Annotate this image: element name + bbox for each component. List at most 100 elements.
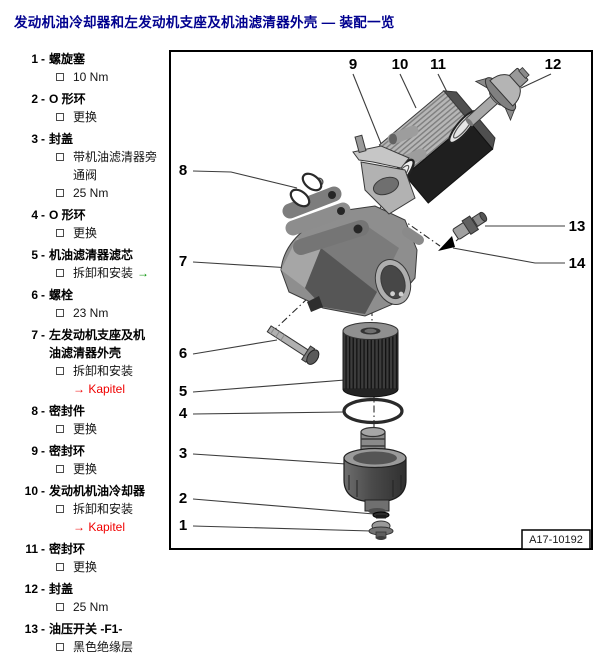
filter-housing-part [280,134,424,317]
sub-item-text: 拆卸和安装→ Kapitel [73,502,134,534]
cooler-port-end [389,133,397,145]
callout-8: 8 [179,162,187,179]
item-number: 9 [31,444,38,458]
sub-item-text: 拆卸和安装→ Kapitel [73,364,134,396]
item-number: 11 [25,542,38,556]
parts-list: 1-螺旋塞 10 Nm 2-O 形环 更换 3-封盖 带机油滤清器旁通阀 25 … [12,50,166,660]
item-number: 4 [31,208,38,222]
figure-label: A17-10192 [529,534,583,546]
square-bullet-icon [56,563,64,571]
item-number: 1 [31,52,38,66]
list-item-12: 12-封盖 25 Nm [12,580,166,616]
pointer-arrow-14 [438,236,455,251]
kapitel-link[interactable]: → Kapitel [73,520,126,534]
item-number: 12 [24,582,38,596]
item-number: 8 [31,404,38,418]
callout-3: 3 [179,445,187,462]
sub-item-text: 更换 [73,560,98,574]
callout-12: 12 [545,56,562,73]
exploded-view-diagram: 9 10 11 12 8 7 13 14 6 5 4 3 2 1 A17-101… [169,50,593,550]
item-number: 2 [31,92,38,106]
list-item-9: 9-密封环 更换 [12,442,166,478]
list-item-6: 6-螺栓 23 Nm [12,286,166,322]
sub-item-text: 25 Nm [73,186,109,200]
item-name: 密封环 [49,542,86,556]
callout-4: 4 [179,405,188,422]
figure-label-box: A17-10192 [521,529,591,550]
list-item-10: 10-发动机机油冷却器 拆卸和安装→ Kapitel [12,482,166,536]
item-separator: - [41,92,45,106]
square-bullet-icon [56,505,64,513]
callout-5: 5 [179,383,187,400]
item-separator: - [41,582,45,596]
sub-item-text: 更换 [73,462,98,476]
sub-item-text: 25 Nm [73,600,109,614]
square-bullet-icon [56,367,64,375]
list-item-11: 11-密封环 更换 [12,540,166,576]
item-name: 发动机机油冷却器 [49,484,146,498]
item-name: 左发动机支座及机油滤清器外壳 [49,328,146,360]
item-name: 封盖 [49,132,74,146]
item-name: 密封环 [49,444,86,458]
callout-numbers: 9 10 11 12 8 7 13 14 6 5 4 3 2 1 [179,56,586,534]
square-bullet-icon [56,643,64,651]
callout-1: 1 [179,517,187,534]
callout-10: 10 [392,56,409,73]
item-separator: - [41,444,45,458]
bolt-6-part [266,325,320,365]
square-bullet-icon [56,425,64,433]
square-bullet-icon [56,189,64,197]
kapitel-link[interactable]: → Kapitel [73,382,126,396]
filter-cap-part [343,426,407,514]
square-bullet-icon [56,73,64,81]
sub-item-text: 23 Nm [73,306,109,320]
filter-element-part [342,322,399,398]
square-bullet-icon [56,153,64,161]
square-bullet-icon [56,113,64,121]
callout-6: 6 [179,345,187,362]
list-item-7: 7-左发动机支座及机油滤清器外壳 拆卸和安装→ Kapitel [12,326,166,398]
reference-arrow-icon[interactable]: → [137,266,150,280]
small-seal-2-part [372,511,390,519]
list-item-2: 2-O 形环 更换 [12,90,166,126]
list-item-8: 8-密封件 更换 [12,402,166,438]
item-name: 螺栓 [49,288,74,302]
item-separator: - [41,208,45,222]
square-bullet-icon [56,465,64,473]
item-number: 3 [31,132,38,146]
seal-8-part [289,172,323,208]
item-separator: - [41,328,45,342]
callout-2: 2 [179,490,187,507]
callout-13: 13 [569,218,586,235]
item-number: 7 [31,328,38,342]
item-name: 油压开关 -F1- [49,622,123,636]
item-separator: - [41,542,45,556]
square-bullet-icon [56,269,64,277]
item-number: 5 [31,248,38,262]
list-item-1: 1-螺旋塞 10 Nm [12,50,166,86]
list-item-13: 13-油压开关 -F1- 黑色绝缘层 [12,620,166,656]
item-number: 6 [31,288,38,302]
screw-plug-1-part [368,520,394,540]
item-number: 13 [24,622,38,636]
sub-item-text: 10 Nm [73,70,109,84]
item-name: 密封件 [49,404,86,418]
item-separator: - [41,132,45,146]
square-bullet-icon [56,603,64,611]
item-name: 螺旋塞 [49,52,86,66]
item-separator: - [41,248,45,262]
item-separator: - [41,52,45,66]
o-ring-4-part [342,397,404,425]
page-title: 发动机油冷却器和左发动机支座及机油滤清器外壳 — 装配一览 [14,15,395,30]
square-bullet-icon [56,229,64,237]
cap-12-part [465,66,530,127]
sub-item-text: 更换 [73,226,98,240]
item-name: 机油滤清器滤芯 [49,248,134,262]
callout-7: 7 [179,253,187,270]
item-separator: - [41,404,45,418]
item-name: 封盖 [49,582,74,596]
item-number: 10 [24,484,38,498]
sub-item-text: 带机油滤清器旁通阀 [73,150,158,182]
sub-item-text: 更换 [73,110,98,124]
item-name: O 形环 [49,208,86,222]
